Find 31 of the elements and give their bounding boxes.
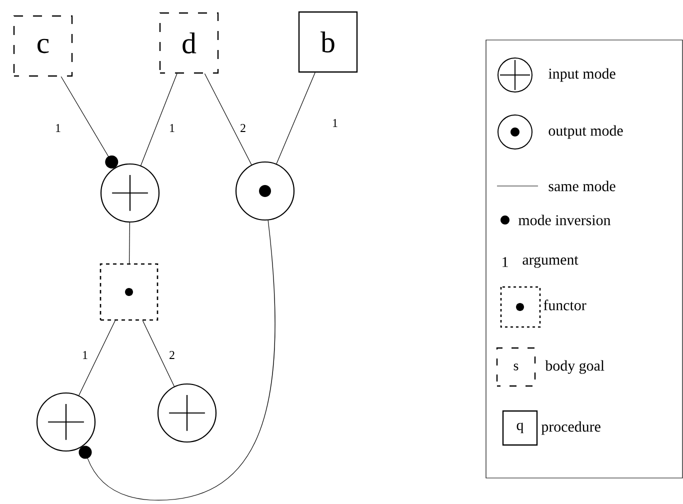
connector <box>78 320 116 396</box>
legend-text: body goal <box>545 360 604 374</box>
connector <box>78 220 276 500</box>
argument-number: 2 <box>168 350 176 360</box>
legend-text: procedure <box>541 421 600 435</box>
input-mode-circle <box>157 383 217 443</box>
procedure-box: b <box>298 11 358 73</box>
connector <box>129 222 130 264</box>
body-goal-box: d <box>159 12 219 74</box>
functor-box <box>100 263 158 321</box>
argument-number: 1 <box>54 123 62 133</box>
argument-number: 2 <box>239 123 247 133</box>
input-mode-circle <box>100 163 160 223</box>
legend-text: mode inversion <box>518 214 611 226</box>
legend-symbol: 1 <box>502 257 508 267</box>
legend-text: same mode <box>548 180 616 192</box>
connector <box>142 320 175 387</box>
output-mode-circle <box>235 161 295 221</box>
body-goal-box: c <box>13 15 73 77</box>
input-mode-circle <box>36 392 96 452</box>
argument-number: 1 <box>331 118 339 128</box>
legend-text: functor <box>544 300 586 310</box>
argument-number: 1 <box>81 350 89 360</box>
argument-number: 1 <box>168 123 176 133</box>
connector <box>276 72 316 164</box>
connector <box>140 73 178 166</box>
legend-text: output mode <box>548 125 623 139</box>
legend-text: input mode <box>548 68 616 82</box>
connector <box>60 76 118 168</box>
connector <box>204 73 252 166</box>
legend-text: argument <box>522 256 578 268</box>
